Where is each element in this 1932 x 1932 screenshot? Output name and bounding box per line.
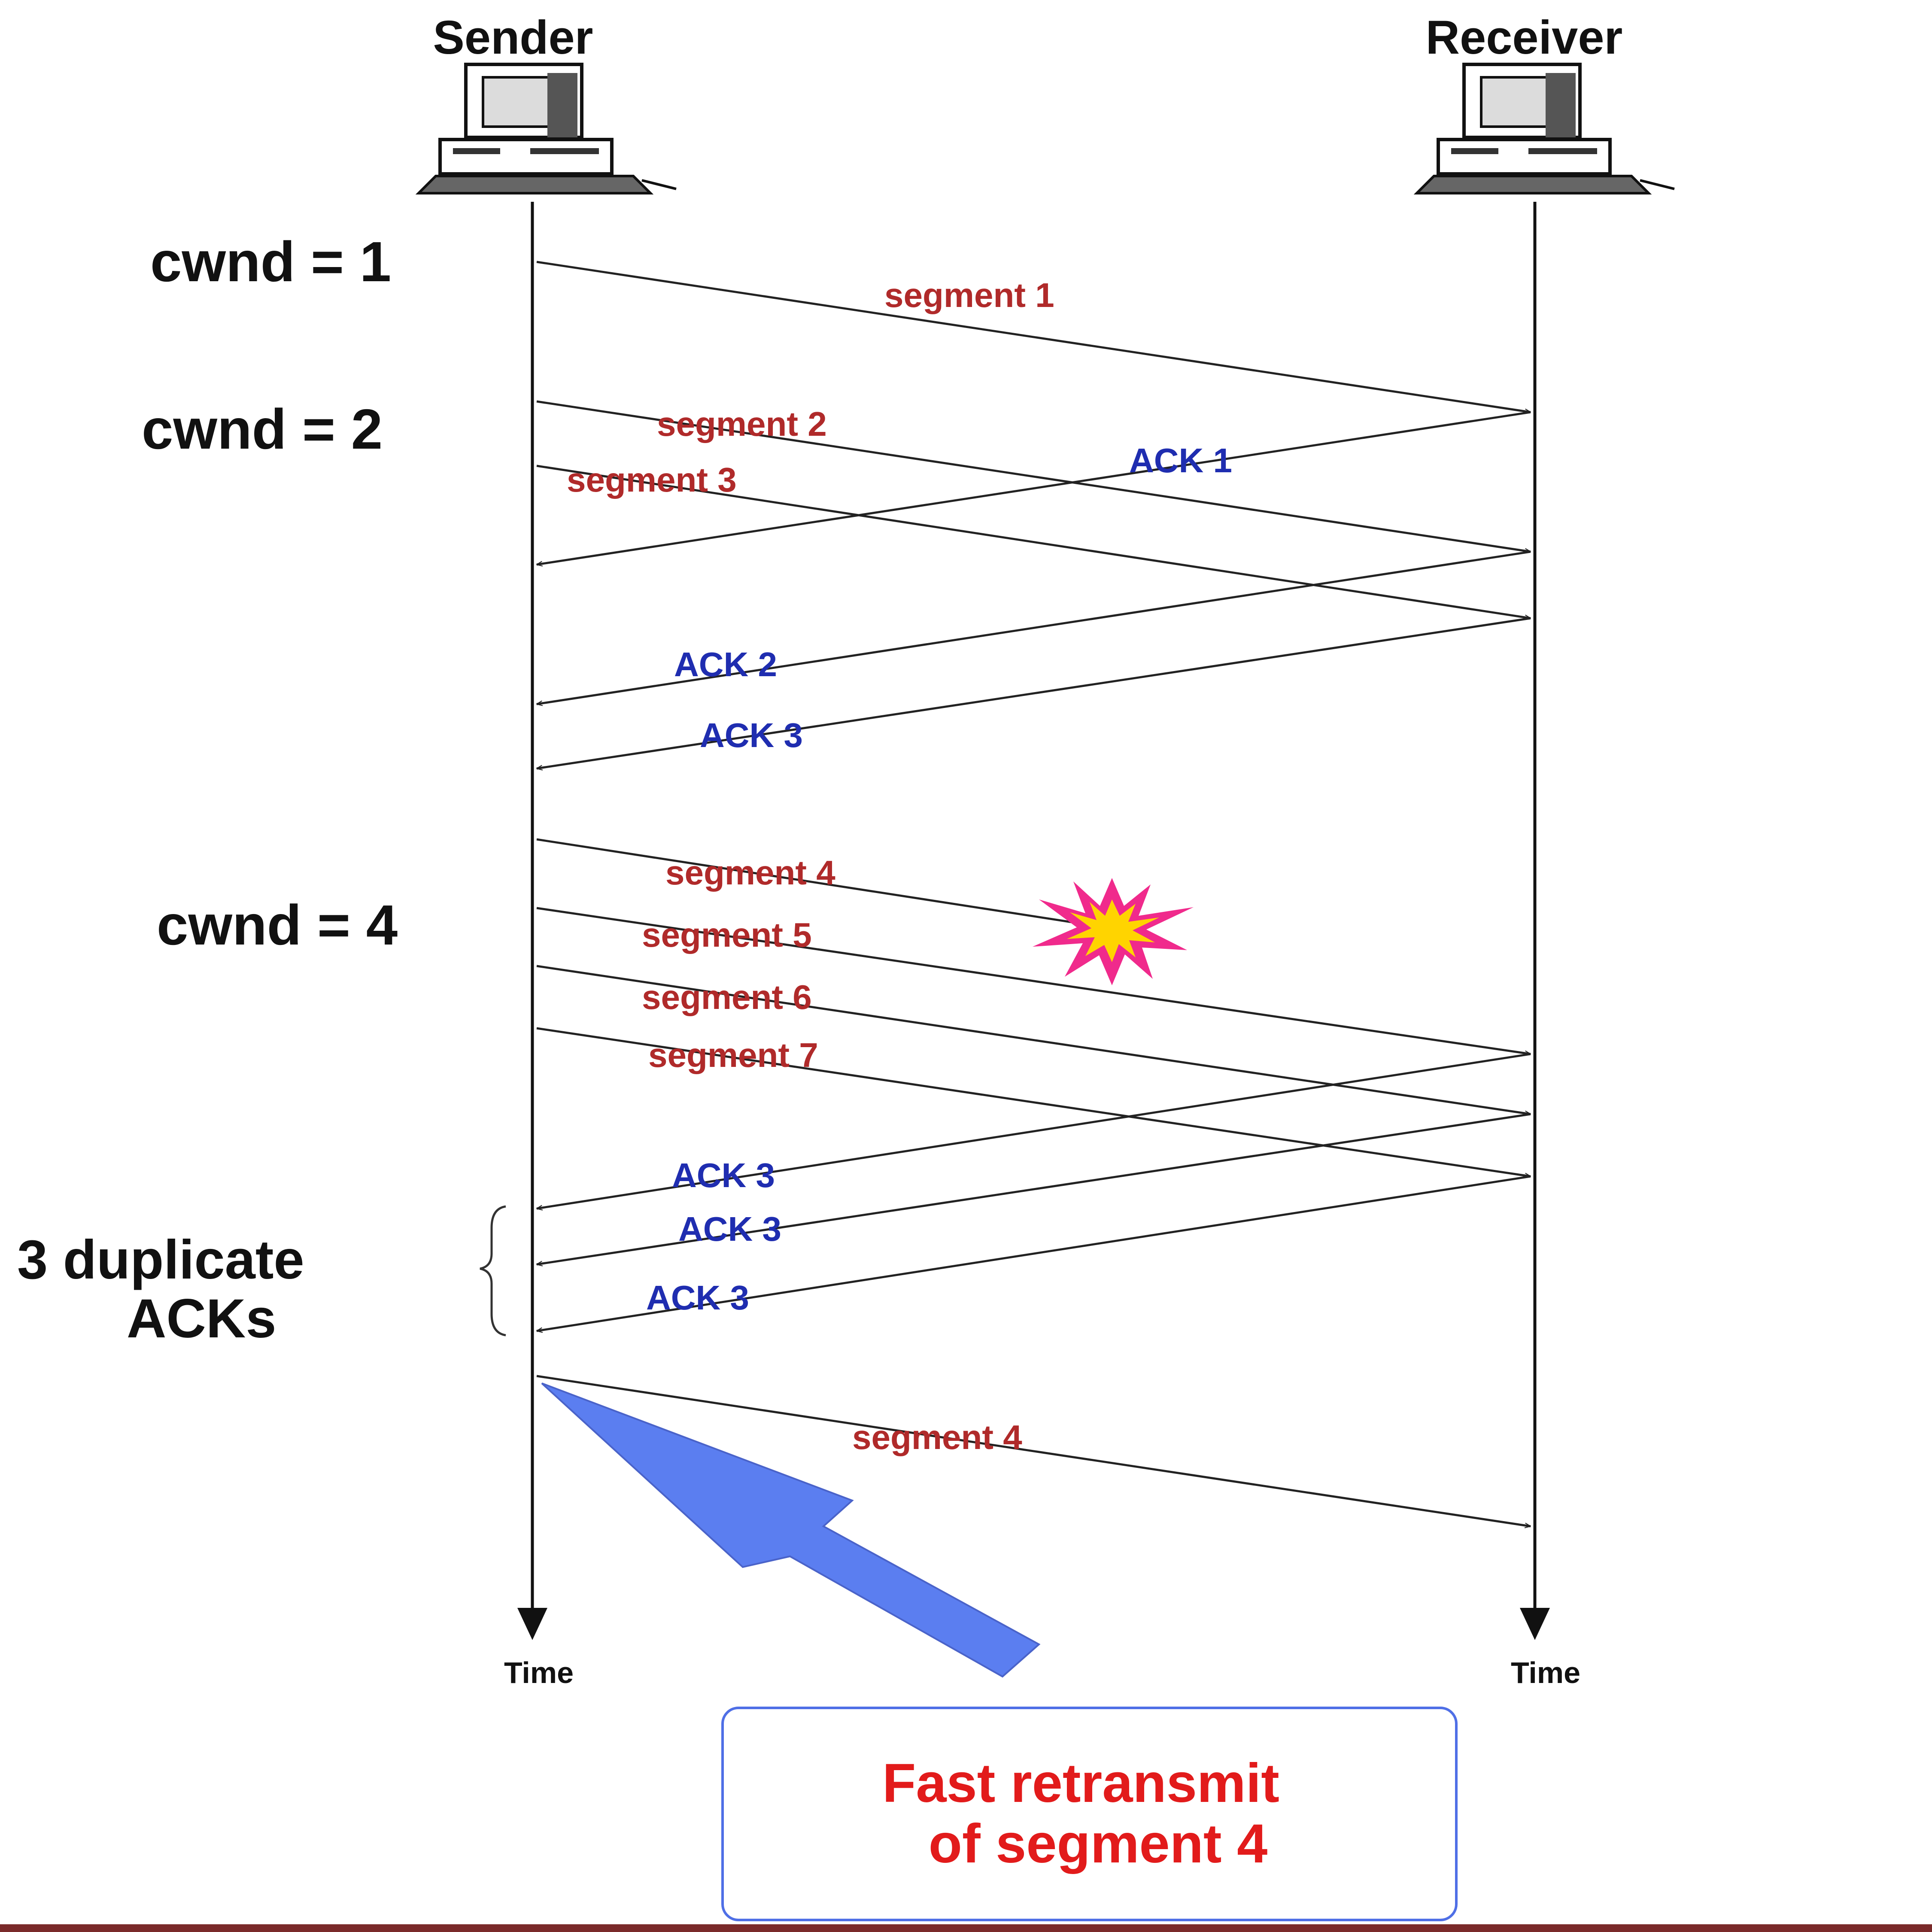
- loss-burst-icon: [1033, 878, 1194, 985]
- segment-label: segment 4: [665, 854, 835, 892]
- ack-arrow: [537, 550, 1531, 704]
- ack-label: ACK 3: [646, 1279, 749, 1317]
- ack-label: ACK 3: [700, 716, 803, 754]
- sender-time-label: Time: [504, 1656, 574, 1689]
- segment-label: segment 2: [657, 405, 827, 443]
- ack-label: ACK 1: [1129, 441, 1232, 480]
- segment-arrow-lost: [536, 838, 1078, 924]
- duplicate-acks-label: ACKs: [127, 1288, 276, 1349]
- segment-arrow: [536, 1027, 1531, 1176]
- segment-arrow-retransmit: [536, 1375, 1531, 1526]
- callout-text-line1: Fast retransmit: [882, 1753, 1279, 1814]
- segment-label: segment 1: [884, 276, 1054, 314]
- ack-label: ACK 3: [678, 1210, 781, 1248]
- segment-label: segment 5: [642, 916, 812, 954]
- receiver-timeline-arrowhead: [1520, 1608, 1550, 1640]
- segment-label: segment 6: [642, 978, 812, 1016]
- receiver-label: Receiver: [1426, 11, 1623, 64]
- cwnd-label: cwnd = 4: [157, 893, 398, 957]
- ack-arrow: [537, 1175, 1531, 1331]
- segment-label: segment 7: [648, 1036, 818, 1074]
- computer-icon: [1413, 63, 1675, 194]
- cwnd-label: cwnd = 2: [142, 398, 383, 461]
- bottom-rule: [0, 1924, 1932, 1932]
- segment-label: segment 3: [567, 461, 737, 499]
- segment-arrow: [536, 465, 1531, 618]
- cwnd-label: cwnd = 1: [150, 230, 391, 293]
- segment-arrow: [536, 261, 1531, 412]
- segment-label: segment 4: [852, 1418, 1022, 1456]
- sender-timeline-arrowhead: [517, 1608, 547, 1640]
- ack-arrow: [537, 1113, 1531, 1264]
- segment-arrow: [536, 400, 1531, 552]
- sender-label: Sender: [433, 11, 593, 64]
- callout-text-line2: of segment 4: [928, 1813, 1268, 1874]
- segment-arrow: [536, 907, 1531, 1054]
- duplicate-acks-brace: [480, 1205, 506, 1337]
- ack-arrow: [537, 1053, 1531, 1209]
- ack-arrow: [537, 617, 1531, 769]
- receiver-time-label: Time: [1511, 1656, 1580, 1689]
- computer-icon: [415, 63, 677, 194]
- fast-retransmit-callout: Fast retransmit of segment 4: [721, 1707, 1458, 1921]
- ack-label: ACK 3: [672, 1156, 775, 1194]
- callout-arrow: [541, 1382, 1041, 1678]
- ack-arrow: [537, 411, 1531, 565]
- segment-arrow: [536, 965, 1531, 1114]
- duplicate-acks-label: 3 duplicate: [17, 1229, 304, 1291]
- ack-label: ACK 2: [674, 645, 777, 683]
